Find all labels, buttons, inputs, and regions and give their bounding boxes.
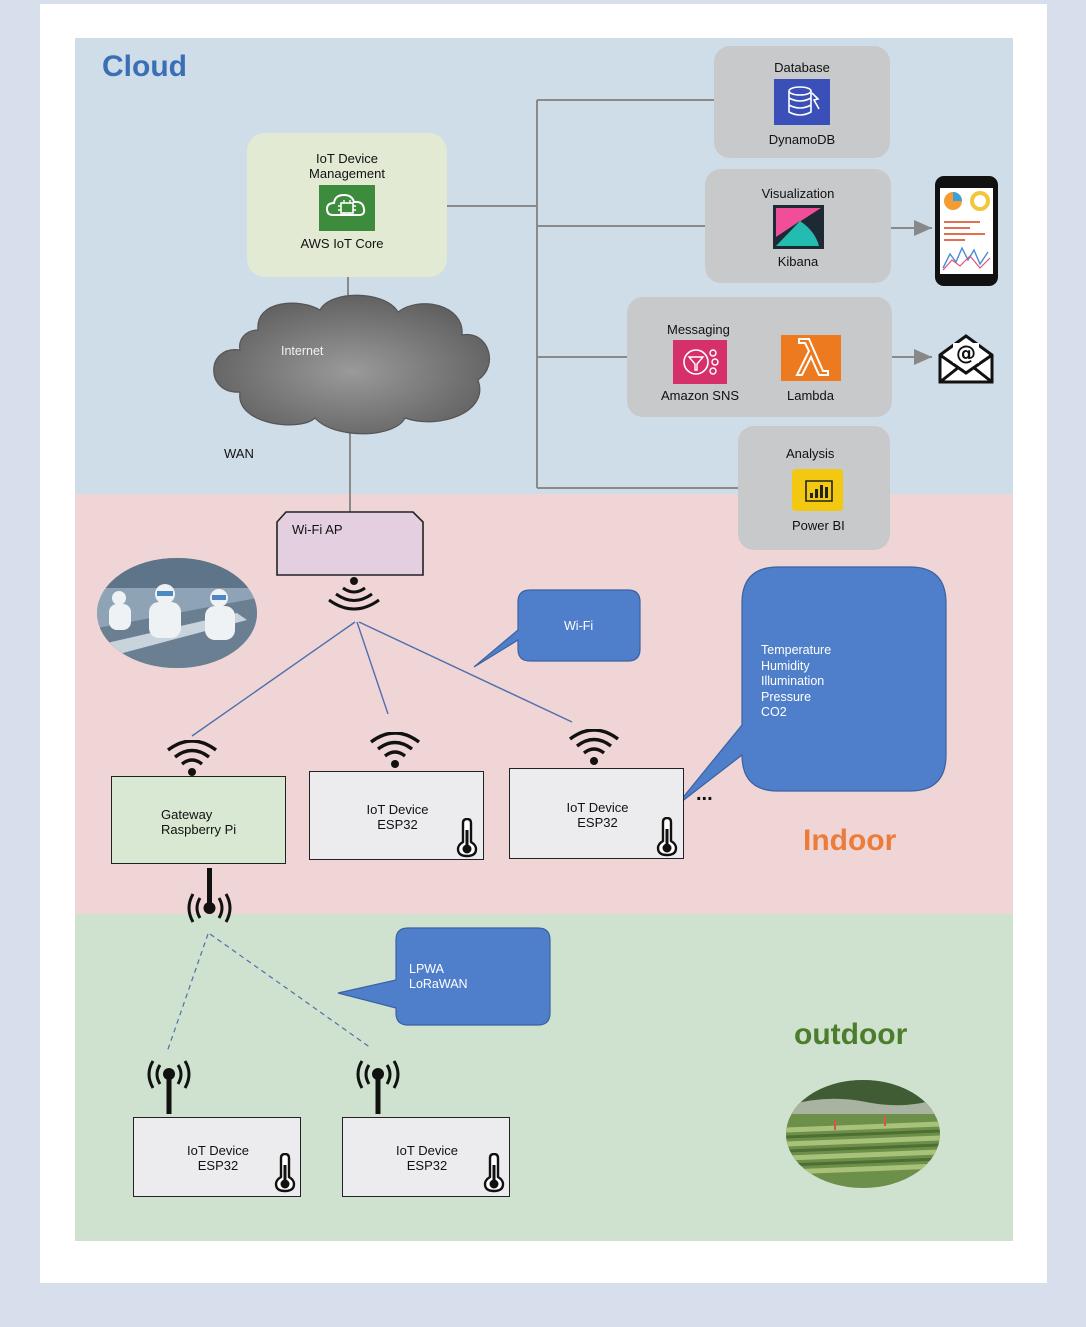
indoor-device-2-line1: IoT Device: [566, 800, 629, 815]
lpwa-callout-bubble: [337, 927, 551, 1026]
wifi-callout-bubble: [473, 589, 641, 668]
smartphone-icon: [935, 176, 998, 286]
database-box[interactable]: Database DynamoDB: [714, 46, 890, 158]
cloud-zone-title: Cloud: [102, 50, 187, 83]
wifi-link-device-2: [358, 621, 573, 723]
dynamodb-icon: [774, 79, 830, 125]
wifi-link-gateway: [191, 621, 356, 737]
sensor-callout-bubble: [675, 566, 947, 807]
power-bi-icon: [792, 469, 843, 511]
wifi-callout-text: Wi-Fi: [564, 619, 594, 633]
lpwa-callout-line1: LPWA: [409, 962, 444, 976]
kibana-label: Kibana: [777, 254, 819, 269]
ap-broadcast-icon: [326, 574, 382, 614]
visualization-title: Visualization: [761, 186, 835, 201]
outdoor-device-1-antenna-icon: [146, 1058, 192, 1116]
indoor-device-1-line1: IoT Device: [366, 802, 429, 817]
lpwa-callout-line2: LoRaWAN: [409, 977, 468, 991]
lora-link-1: [166, 933, 209, 1053]
outdoor-zone-title: outdoor: [794, 1018, 908, 1051]
visualization-box[interactable]: Visualization Kibana: [705, 169, 891, 283]
sensor-illumination: Illumination: [761, 674, 825, 688]
farm-field-image: [786, 1080, 940, 1188]
device-2-wifi-icon: [568, 728, 620, 767]
sensor-temperature: Temperature: [761, 643, 832, 657]
iot-core-title-line2: Management: [309, 166, 385, 181]
gateway-box[interactable]: Gateway Raspberry Pi: [111, 776, 286, 864]
lora-link-2: [209, 933, 372, 1049]
aws-iot-core-icon: [319, 185, 375, 231]
svg-text:@: @: [956, 341, 976, 365]
outdoor-device-2[interactable]: IoT Device ESP32: [342, 1117, 510, 1197]
indoor-device-1-line2: ESP32: [377, 817, 418, 832]
wifi-link-device-1: [356, 621, 389, 715]
amazon-sns-icon: [673, 340, 727, 384]
outdoor-device-2-line2: ESP32: [406, 1158, 448, 1173]
internet-label: Internet: [281, 344, 324, 358]
indoor-device-1[interactable]: IoT Device ESP32: [309, 771, 484, 860]
sensor-co2: CO2: [761, 705, 787, 719]
dynamodb-label: DynamoDB: [768, 132, 836, 147]
thermometer-icon: [274, 1153, 296, 1193]
indoor-zone-title: Indoor: [803, 824, 897, 857]
gateway-lora-antenna-icon: [186, 866, 234, 924]
sensor-list: Temperature Humidity Illumination Pressu…: [761, 643, 831, 721]
more-devices-indicator: ...: [696, 783, 713, 805]
iot-core-title-line1: IoT Device: [316, 151, 378, 166]
indoor-device-2[interactable]: IoT Device ESP32: [509, 768, 684, 859]
outdoor-device-1-line2: ESP32: [197, 1158, 239, 1173]
database-title: Database: [774, 60, 830, 75]
indoor-device-2-line2: ESP32: [577, 815, 618, 830]
wan-label: WAN: [224, 446, 254, 461]
outdoor-device-2-line1: IoT Device: [396, 1143, 458, 1158]
amazon-sns-label: Amazon SNS: [661, 388, 740, 403]
email-icon: @: [937, 333, 995, 385]
outdoor-device-1[interactable]: IoT Device ESP32: [133, 1117, 301, 1197]
iot-core-service-label: AWS IoT Core: [300, 236, 384, 251]
sensor-pressure: Pressure: [761, 689, 812, 704]
power-bi-label: Power BI: [792, 518, 845, 533]
analysis-title: Analysis: [786, 446, 835, 461]
device-1-wifi-icon: [369, 731, 421, 770]
thermometer-icon: [656, 817, 678, 857]
sensor-humidity: Humidity: [761, 658, 810, 673]
factory-workers-image: [97, 558, 257, 668]
iot-core-box[interactable]: IoT Device Management AWS IoT Core: [247, 133, 447, 277]
analysis-box[interactable]: Analysis Power BI: [738, 426, 890, 550]
kibana-icon: [773, 205, 824, 249]
thermometer-icon: [456, 818, 478, 858]
gateway-line1: Gateway: [161, 807, 213, 822]
gateway-wifi-icon: [166, 739, 218, 778]
outdoor-device-2-antenna-icon: [355, 1058, 401, 1116]
messaging-box[interactable]: Messaging Amazon SNS Lambda: [627, 297, 892, 417]
lambda-label: Lambda: [787, 388, 834, 403]
wifi-ap-label[interactable]: Wi-Fi AP: [292, 522, 343, 537]
outdoor-device-1-line1: IoT Device: [187, 1143, 249, 1158]
gateway-line2: Raspberry Pi: [161, 822, 237, 837]
thermometer-icon: [483, 1153, 505, 1193]
lambda-icon: [781, 335, 841, 381]
messaging-title: Messaging: [667, 322, 730, 337]
